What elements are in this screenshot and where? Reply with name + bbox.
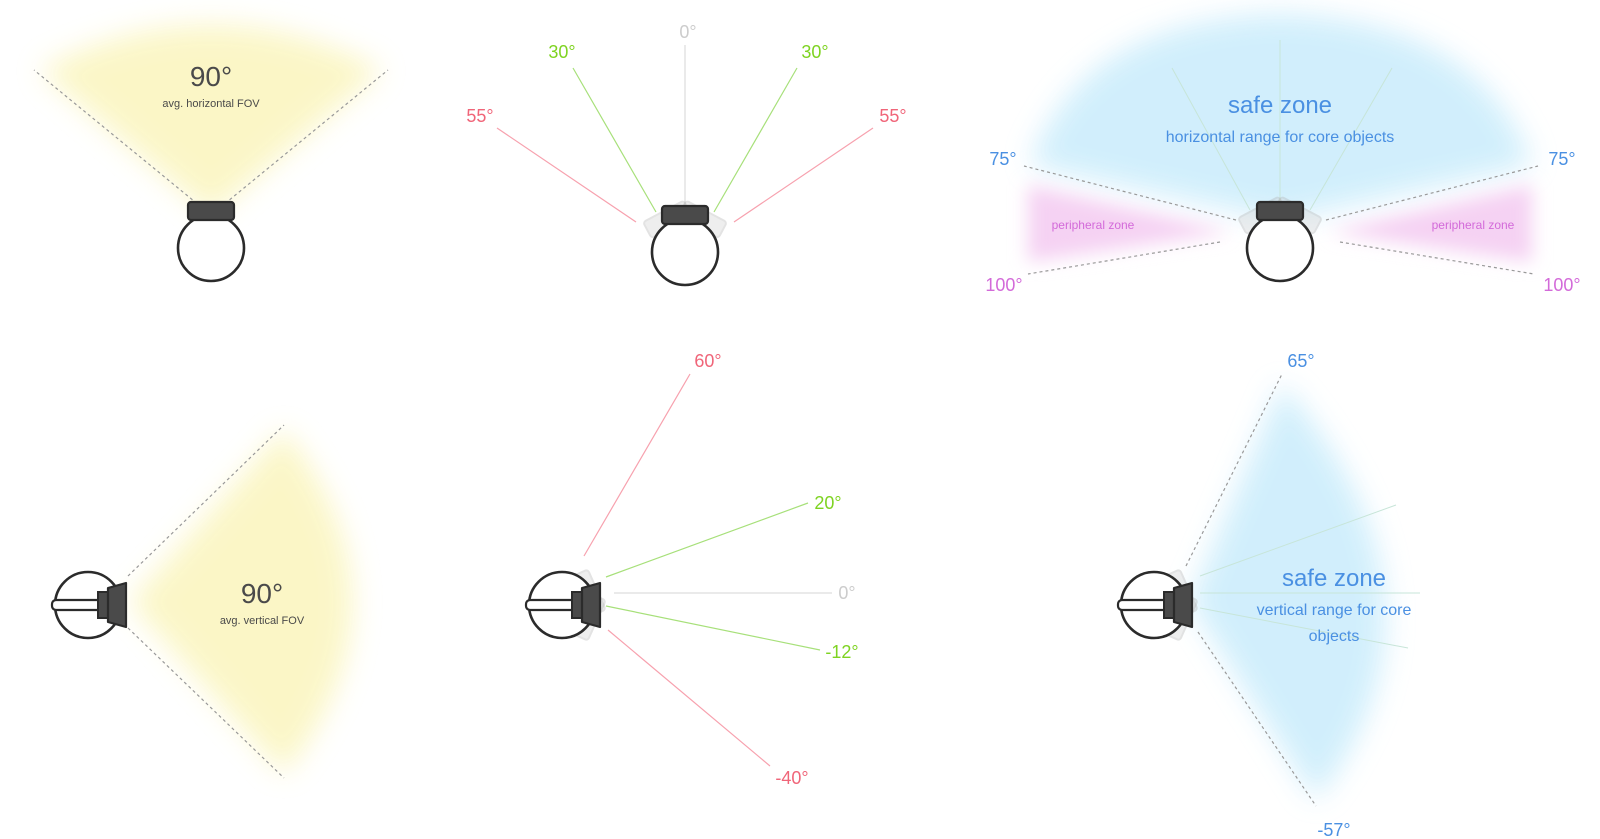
peripheral-limit-line-right	[1339, 241, 1535, 275]
horizontal-fov-caption: avg. horizontal FOV	[162, 98, 260, 110]
peripheral-limit-label-right: 100°	[1543, 275, 1580, 295]
headset-visor	[106, 581, 128, 629]
horizontal-fov-panel: 90° avg. horizontal FOV	[33, 25, 389, 283]
headset-visor	[580, 581, 602, 629]
peripheral-limit-line-left	[1027, 241, 1221, 275]
vr-headset-top-view-icon	[176, 200, 246, 283]
vertical-safe-zone-caption-line1: vertical range for core	[1257, 602, 1412, 619]
angle-label-left-red: 55°	[466, 106, 493, 126]
angle-line-left-green	[572, 67, 657, 213]
angle-label-right-red: 55°	[879, 106, 906, 126]
vertical-fov-glow	[130, 430, 352, 774]
vertical-safe-zone-title: safe zone	[1282, 565, 1386, 592]
angle-line-down-red	[607, 629, 771, 767]
horizontal-fov-glow	[40, 25, 382, 215]
vr-headset-side-view-icon	[50, 570, 128, 640]
angle-label-left-green: 30°	[548, 42, 575, 62]
vertical-lower-limit-label: -57°	[1317, 820, 1350, 839]
vertical-lower-limit-line	[1197, 631, 1317, 807]
angle-label-down-red: -40°	[775, 768, 808, 788]
angle-line-left-red	[496, 127, 637, 223]
headset-visor	[1172, 581, 1194, 629]
safe-limit-label-right: 75°	[1548, 149, 1575, 169]
fov-boundary-left	[33, 69, 212, 216]
fov-boundary-right	[210, 69, 389, 216]
headset-connector	[97, 591, 109, 619]
vertical-angles-panel: 60° 20° 0° -12° -40°	[524, 351, 859, 788]
vr-headset-side-view-icon	[524, 569, 606, 641]
angle-label-up-green: 20°	[814, 493, 841, 513]
fov-boundary-lower	[127, 627, 285, 779]
left-peripheral-zone	[1028, 185, 1232, 262]
safe-limit-line-right	[1325, 165, 1539, 221]
horizontal-safe-zone	[1030, 14, 1532, 220]
vertical-safe-zone-caption-line2: objects	[1309, 628, 1360, 645]
headset-visor	[1255, 200, 1305, 222]
angle-label-center: 0°	[679, 22, 696, 42]
vertical-zones-panel: 65° -57° safe zone vertical range for co…	[1116, 351, 1420, 839]
headset-visor	[660, 204, 710, 226]
headset-head	[176, 213, 246, 283]
headset-visor	[186, 200, 236, 222]
horizontal-angles-panel: 0° 30° 30° 55° 55°	[466, 22, 907, 287]
safe-limit-line-left	[1023, 165, 1237, 221]
horizontal-safe-zone-title: safe zone	[1228, 92, 1332, 119]
headset-connector	[571, 591, 583, 619]
safe-zone-guide-upper	[1199, 504, 1397, 577]
headset-head	[1245, 213, 1315, 283]
angle-line-down-green	[605, 605, 821, 651]
horizontal-zones-panel: safe zone horizontal range for core obje…	[985, 14, 1581, 295]
angle-label-right-green: 30°	[801, 42, 828, 62]
vertical-fov-panel: 90° avg. vertical FOV	[50, 424, 352, 779]
safe-zone-guide-lower	[1199, 607, 1409, 649]
vr-headset-side-view-icon	[1116, 569, 1198, 641]
right-peripheral-zone	[1328, 185, 1532, 262]
vertical-safe-zone	[1190, 384, 1386, 800]
vertical-upper-limit-label: 65°	[1287, 351, 1314, 371]
peripheral-zone-label-left: peripheral zone	[1052, 218, 1135, 232]
angle-label-center: 0°	[838, 583, 855, 603]
horizontal-fov-value: 90°	[190, 61, 232, 92]
angle-line-right-green	[713, 67, 798, 213]
horizontal-safe-zone-caption: horizontal range for core objects	[1166, 129, 1395, 146]
angle-line-up-red	[583, 373, 691, 557]
angle-line-right-red	[733, 127, 874, 223]
vr-headset-top-view-icon	[643, 200, 727, 287]
headset-connector	[1163, 591, 1175, 619]
peripheral-limit-label-left: 100°	[985, 275, 1022, 295]
vr-headset-top-view-icon	[1238, 196, 1322, 283]
safe-zone-guide-left	[1171, 67, 1251, 211]
angle-line-up-green	[605, 502, 809, 578]
safe-zone-guide-right	[1309, 67, 1393, 211]
fov-boundary-upper	[127, 424, 285, 577]
safe-limit-label-left: 75°	[989, 149, 1016, 169]
angle-label-up-red: 60°	[694, 351, 721, 371]
angle-label-down-green: -12°	[825, 642, 858, 662]
vertical-fov-value: 90°	[241, 578, 283, 609]
peripheral-zone-label-right: peripheral zone	[1432, 218, 1515, 232]
vertical-fov-caption: avg. vertical FOV	[220, 615, 305, 627]
headset-head	[650, 217, 720, 287]
